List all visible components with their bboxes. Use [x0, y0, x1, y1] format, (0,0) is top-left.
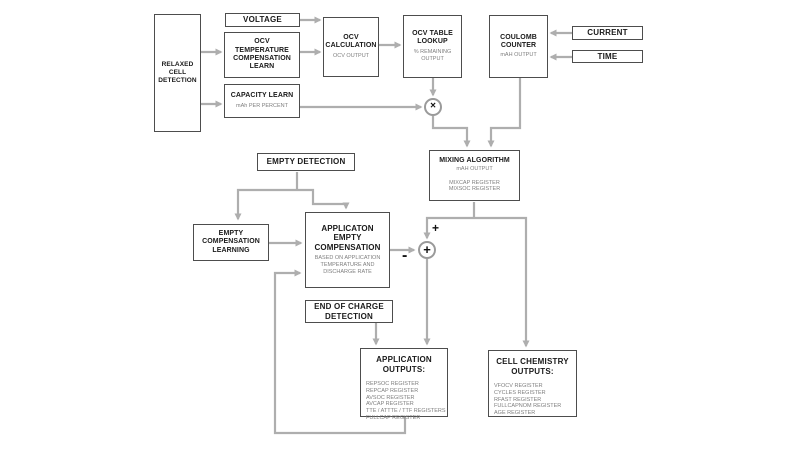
empty-detection-title: EMPTY DETECTION: [266, 157, 346, 167]
cell-chemistry-outputs-title: CELL CHEMISTRY OUTPUTS:: [496, 357, 569, 376]
box-time: TIME: [572, 50, 643, 63]
sum-node: +: [418, 241, 436, 259]
minus-sign-label: -: [402, 247, 408, 264]
coulomb-counter-title: COULOMB COUNTER: [500, 33, 537, 49]
box-empty-compensation-learning: EMPTY COMPENSATION LEARNING: [193, 224, 269, 261]
box-coulomb-counter: COULOMB COUNTER mAH OUTPUT: [489, 15, 548, 78]
box-voltage: VOLTAGE: [225, 13, 300, 27]
ocv-calculation-subtitle: OCV OUTPUT: [332, 52, 370, 59]
mixing-algorithm-subtitle: mAH OUTPUT: [456, 166, 493, 173]
ocv-table-lookup-subtitle: % REMAINING OUTPUT: [413, 48, 452, 62]
box-empty-detection: EMPTY DETECTION: [257, 153, 355, 171]
end-of-charge-detection-title: END OF CHARGE DETECTION: [314, 301, 384, 321]
box-end-of-charge-detection: END OF CHARGE DETECTION: [305, 300, 393, 323]
box-capacity-learn: CAPACITY LEARN mAh PER PERCENT: [224, 84, 300, 118]
capacity-learn-subtitle: mAh PER PERCENT: [236, 102, 288, 109]
box-mixing-algorithm: MIXING ALGORITHM mAH OUTPUT MIXCAP REGIS…: [429, 150, 520, 201]
box-cell-chemistry-outputs: CELL CHEMISTRY OUTPUTS: VFOCV REGISTER C…: [488, 350, 577, 417]
box-ocv-calculation: OCV CALCULATION OCV OUTPUT: [323, 17, 379, 77]
box-current: CURRENT: [572, 26, 643, 40]
box-application-empty-compensation: APPLICATON EMPTY COMPENSATION BASED ON A…: [305, 212, 390, 288]
application-empty-compensation-title: APPLICATON EMPTY COMPENSATION: [314, 223, 381, 253]
application-outputs-registers: REPSOC REGISTER REPCAP REGISTER AVSOC RE…: [366, 381, 446, 421]
plus-icon: +: [423, 241, 431, 257]
voltage-title: VOLTAGE: [243, 15, 282, 25]
ocv-calculation-title: OCV CALCULATION: [325, 34, 377, 50]
current-title: CURRENT: [587, 28, 628, 38]
multiply-node: ×: [424, 98, 442, 116]
mixing-algorithm-registers: MIXCAP REGISTER MIXSOC REGISTER: [448, 179, 501, 193]
ocv-temperature-compensation-learn-title: OCV TEMPERATURE COMPENSATION LEARN: [233, 38, 291, 71]
time-title: TIME: [597, 51, 618, 61]
mixing-algorithm-title: MIXING ALGORITHM: [439, 157, 510, 164]
relaxed-cell-detection-title: RELAXED CELL DETECTION: [158, 61, 197, 84]
box-ocv-temperature-compensation-learn: OCV TEMPERATURE COMPENSATION LEARN: [224, 32, 300, 78]
application-outputs-title: APPLICATION OUTPUTS:: [376, 355, 432, 374]
box-relaxed-cell-detection: RELAXED CELL DETECTION: [154, 14, 201, 132]
capacity-learn-title: CAPACITY LEARN: [230, 92, 294, 100]
ocv-table-lookup-title: OCV TABLE LOOKUP: [412, 29, 453, 46]
plus-sign-label: +: [432, 221, 440, 235]
empty-compensation-learning-title: EMPTY COMPENSATION LEARNING: [202, 229, 260, 254]
multiply-icon: ×: [430, 100, 436, 112]
application-empty-compensation-subtitle: BASED ON APPLICATION TEMPERATURE AND DIS…: [314, 254, 381, 275]
cell-chemistry-outputs-registers: VFOCV REGISTER CYCLES REGISTER RFAST REG…: [494, 383, 562, 416]
box-application-outputs: APPLICATION OUTPUTS: REPSOC REGISTER REP…: [360, 348, 448, 421]
box-ocv-table-lookup: OCV TABLE LOOKUP % REMAINING OUTPUT: [403, 15, 462, 78]
coulomb-counter-subtitle: mAH OUTPUT: [500, 52, 537, 59]
